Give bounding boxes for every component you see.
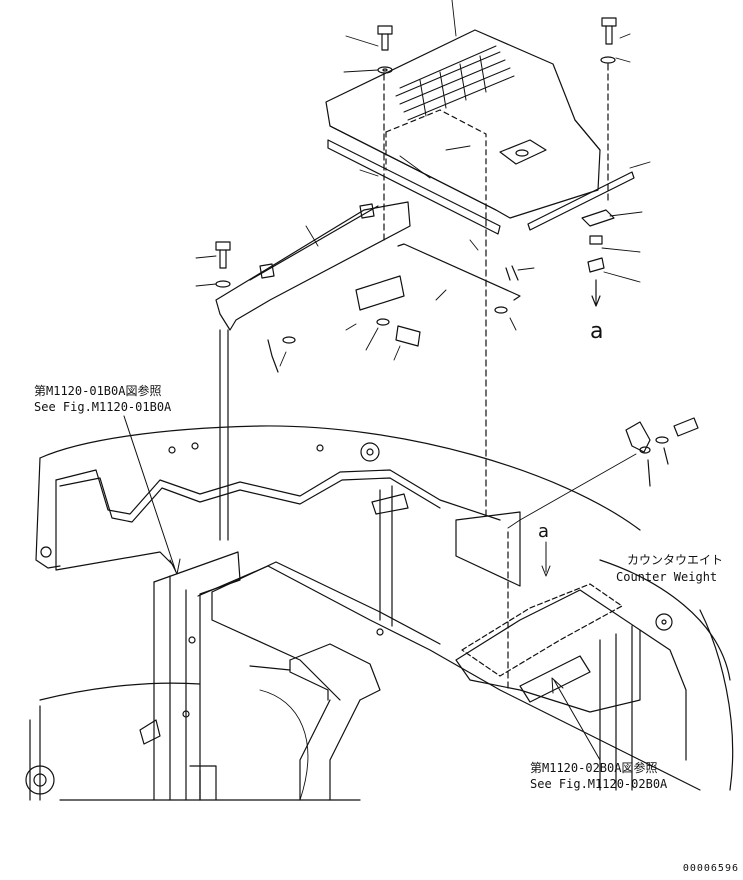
seal-strips	[327, 139, 635, 235]
view-mark-a-top: a	[590, 319, 604, 344]
counterweight-label-en: Counter Weight	[616, 570, 718, 584]
right-hardware-stack	[581, 209, 615, 307]
upper-frame	[35, 425, 641, 571]
reference-note-top-jp: 第M1120-01B0A図参照	[34, 384, 162, 398]
clip-and-bolt	[507, 417, 699, 529]
drawing-number: 00006596	[682, 863, 739, 874]
reference-note-bottom-jp: 第M1120-02B0A図参照	[530, 761, 658, 775]
counterweight-label-jp: カウンタウエイト	[627, 553, 724, 567]
reference-arrows	[123, 279, 601, 761]
counterweight	[455, 219, 734, 791]
access-hatch	[499, 139, 547, 165]
left-bolt	[215, 241, 231, 288]
leader-lines	[195, 0, 651, 367]
reference-note-top-en: See Fig.M1120-01B0A	[34, 400, 172, 414]
cover-louvres	[395, 45, 515, 121]
top-left-bolt	[377, 25, 393, 241]
cover-panel	[325, 29, 601, 221]
main-frame	[25, 485, 701, 801]
support-bracket	[215, 201, 521, 541]
view-mark-a-lower: a	[538, 521, 550, 542]
lower-bolt	[282, 306, 508, 347]
top-right-bolt	[600, 17, 617, 201]
reference-note-bottom-en: See Fig.M1120-02B0A	[530, 777, 668, 791]
